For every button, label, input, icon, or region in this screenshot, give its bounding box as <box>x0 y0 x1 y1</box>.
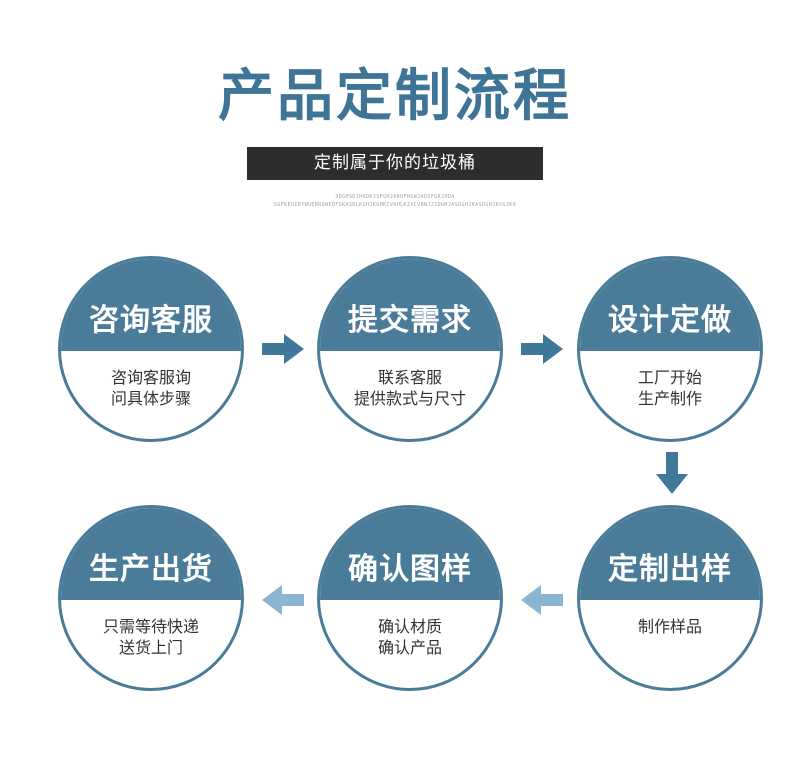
arrow-left-icon <box>262 585 304 615</box>
step-make-sample: 定制出样 制作样品 <box>577 505 763 691</box>
step-description: 制作样品 <box>580 616 760 637</box>
step-desc-line-2: 生产制作 <box>637 389 702 408</box>
fine-print-line-2: SGFKEUIRYWUERRQWEDFGKASDLKGHJKGHKCVAHLKZ… <box>273 202 517 208</box>
step-header-band <box>320 259 500 351</box>
step-desc-line-2: 确认产品 <box>377 638 442 657</box>
step-desc-line-1: 确认材质 <box>377 617 442 636</box>
step-header-band <box>320 508 500 600</box>
step-design-customize: 设计定做 工厂开始 生产制作 <box>577 256 763 442</box>
arrow-right-icon <box>262 334 304 364</box>
subtitle-banner: 定制属于你的垃圾桶 <box>247 147 543 180</box>
step-desc-line-1: 联系客服 <box>377 368 442 387</box>
step-description: 只需等待快递 送货上门 <box>61 616 241 658</box>
step-desc-line-2: 提供款式与尺寸 <box>353 389 466 408</box>
step-consult-service: 咨询客服 咨询客服询 问具体步骤 <box>58 256 244 442</box>
step-desc-line-1: 咨询客服询 <box>110 368 191 387</box>
page-title: 产品定制流程 <box>218 64 572 129</box>
step-desc-line-1: 制作样品 <box>637 617 702 636</box>
step-title: 生产出货 <box>89 552 213 587</box>
step-desc-line-2: 送货上门 <box>118 638 183 657</box>
arrow-left-icon <box>521 585 563 615</box>
step-desc-line-1: 只需等待快递 <box>102 617 199 636</box>
step-description: 咨询客服询 问具体步骤 <box>61 367 241 409</box>
step-header-band <box>580 508 760 600</box>
fine-print-line-1: SDGHSDJHKDKJSFGHJAKDFHGWJADSFGKJHDA <box>335 194 455 200</box>
step-title: 确认图样 <box>348 552 472 587</box>
step-title: 提交需求 <box>348 303 472 338</box>
step-header-band <box>61 259 241 351</box>
step-title: 咨询客服 <box>89 303 213 338</box>
arrow-right-icon <box>521 334 563 364</box>
step-title: 设计定做 <box>608 303 732 338</box>
step-production-shipping: 生产出货 只需等待快递 送货上门 <box>58 505 244 691</box>
step-description: 确认材质 确认产品 <box>320 616 500 658</box>
step-desc-line-2: 问具体步骤 <box>110 389 191 408</box>
step-confirm-design: 确认图样 确认材质 确认产品 <box>317 505 503 691</box>
step-submit-requirements: 提交需求 联系客服 提供款式与尺寸 <box>317 256 503 442</box>
step-title: 定制出样 <box>608 552 732 587</box>
step-header-band <box>580 259 760 351</box>
arrow-down-icon <box>656 452 688 494</box>
step-description: 工厂开始 生产制作 <box>580 367 760 409</box>
step-header-band <box>61 508 241 600</box>
step-description: 联系客服 提供款式与尺寸 <box>320 367 500 409</box>
step-desc-line-1: 工厂开始 <box>637 368 702 387</box>
